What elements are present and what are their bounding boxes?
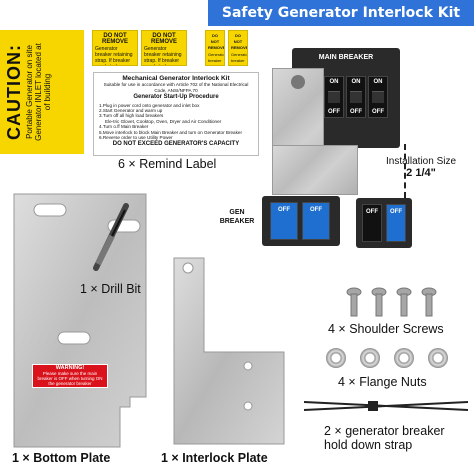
procedure-title: Generator Start-Up Procedure — [133, 94, 219, 101]
caption-interlock-plate: 1 × Interlock Plate — [161, 451, 268, 465]
procedure-step: Ele-tric Glovet, Cooktop, Oven, Dryer an… — [105, 118, 222, 124]
instruction-title: Mechanical Generator Interlock Kit — [122, 75, 230, 82]
install-size-label: Installation Size 2 1/4" — [386, 156, 457, 179]
hold-down-straps — [303, 401, 469, 411]
procedure-step: 6.Reverse order to use Utility Power — [99, 135, 173, 141]
screw-icon — [291, 75, 305, 89]
caption-bottom-plate: 1 × Bottom Plate — [12, 451, 111, 465]
procedure-step: 3.Turn off all high load breakers — [99, 113, 164, 119]
caption-flange-nuts: 4 × Flange Nuts — [338, 375, 427, 389]
flange-nut-icon — [428, 348, 448, 368]
caution-line3: of building — [43, 73, 52, 111]
flange-nut-icon — [360, 348, 380, 368]
caution-line1: Portable Generator on site — [25, 45, 34, 139]
caution-heading: CAUTION: — [4, 44, 24, 140]
flange-nut-icon — [394, 348, 414, 368]
warning-sticker: WARNING!Please make sure the main breake… — [32, 364, 108, 388]
flange-nut-icon — [326, 348, 346, 368]
gen-breaker-panel: OFF OFF — [262, 196, 340, 246]
caution-line2: Generator INLET located at — [34, 43, 43, 141]
small-breaker-panel: OFF OFF — [356, 198, 412, 248]
procedure-step: 5.Move interlock to block Main Breaker a… — [99, 129, 242, 135]
drill-bit — [93, 203, 129, 271]
procedure-step: 4.Turn o.ff Main Breaker — [99, 124, 149, 130]
caption-drill-bit: 1 × Drill Bit — [80, 282, 141, 296]
caption-remind-label: 6 × Remind Label — [118, 157, 217, 171]
size-indicator-line — [404, 144, 406, 198]
caption-straps: 2 × generator breaker hold down strap — [324, 424, 445, 452]
page-title-banner: Safety Generator Interlock Kit — [208, 0, 474, 26]
shoulder-screws — [346, 287, 437, 317]
caption-shoulder-screws: 4 × Shoulder Screws — [328, 322, 444, 336]
bottom-plate-installed — [272, 145, 358, 195]
instruction-label: Mechanical Generator Interlock Kit Suita… — [93, 72, 259, 156]
caution-label: CAUTION: Portable Generator on site Gene… — [0, 30, 84, 154]
interlock-plate — [173, 257, 285, 445]
procedure-step: 2.Start Generator and warm up — [99, 108, 163, 114]
instruction-footer: DO NOT EXCEED GENERATOR'S CAPACITY — [112, 141, 240, 148]
procedure-step: 1.Plug in power cord onto generator and … — [99, 102, 200, 108]
main-breaker-label: MAIN BREAKER — [318, 54, 374, 61]
instruction-subtitle: Suitable for use in accordance with Arti… — [103, 82, 249, 93]
